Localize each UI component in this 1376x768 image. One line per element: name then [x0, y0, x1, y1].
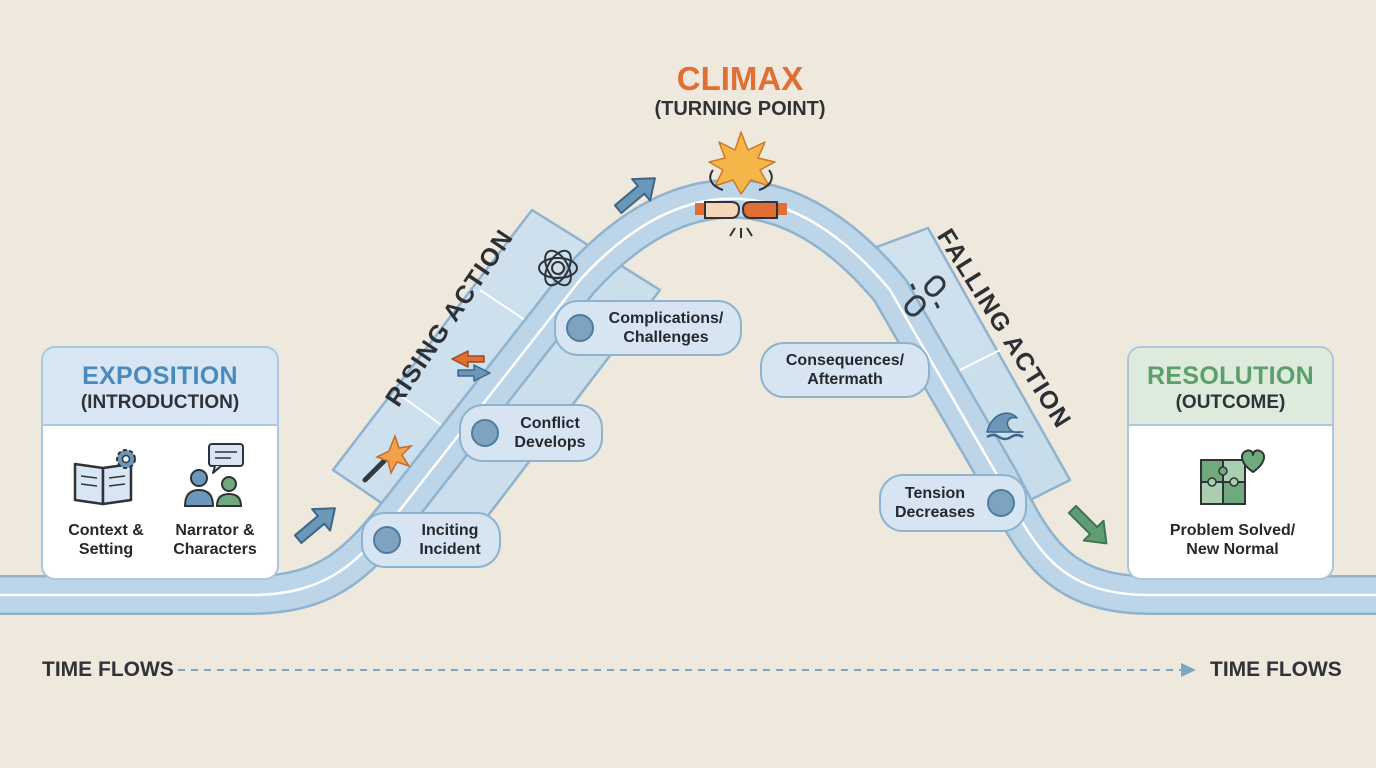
- magic-wand-icon: [362, 433, 414, 483]
- time-flows-left-label: TIME FLOWS: [42, 658, 174, 681]
- consequences-aftermath-label: Consequences/ Aftermath: [785, 352, 905, 388]
- resolution-title: RESOLUTION: [1147, 362, 1314, 390]
- exposition-card: EXPOSITION (INTRODUCTION) Context & Sett…: [41, 346, 279, 580]
- exposition-subtitle: (INTRODUCTION): [80, 392, 240, 413]
- inciting-incident-label: Inciting Incident: [419, 522, 481, 558]
- inciting-incident-pill: Inciting Incident: [361, 512, 501, 568]
- climax-subtitle: (TURNING POINT): [654, 98, 826, 120]
- time-flows-right-label: TIME FLOWS: [1210, 658, 1342, 681]
- conflict-develops-pill: Conflict Develops: [459, 404, 603, 462]
- exposition-title: EXPOSITION: [82, 362, 238, 390]
- complications-challenges-label: Complications/ Challenges: [608, 310, 724, 346]
- arrow-up-right-icon: [293, 507, 336, 544]
- step-marker-icon: [373, 526, 401, 554]
- exposition-header: [43, 348, 277, 426]
- arrow-down-right-icon: [1067, 504, 1108, 545]
- resolution-card: RESOLUTION (OUTCOME) Problem Solved/ New…: [1127, 346, 1334, 580]
- book-gear-icon: [73, 449, 136, 506]
- resolution-subtitle: (OUTCOME): [1175, 392, 1286, 413]
- people-speech-icon: [183, 443, 244, 507]
- complications-challenges-pill: Complications/ Challenges: [554, 300, 742, 356]
- step-marker-icon: [987, 489, 1015, 517]
- consequences-aftermath-pill: Consequences/ Aftermath: [760, 342, 930, 398]
- step-marker-icon: [471, 419, 499, 447]
- climax-title: CLIMAX: [676, 60, 804, 97]
- swap-arrows-icon: [451, 350, 491, 382]
- tension-decreases-pill: Tension Decreases: [879, 474, 1027, 532]
- fist-bump-starburst-icon: [695, 131, 787, 238]
- step-marker-icon: [566, 314, 594, 342]
- wave-icon: [986, 412, 1024, 441]
- broken-chain-icon: [904, 275, 946, 317]
- narrator-characters-label: Narrator & Characters: [173, 522, 257, 558]
- story-road: [0, 178, 1376, 615]
- puzzle-heart-icon: [1200, 449, 1266, 505]
- tangled-knot-icon: [538, 249, 578, 287]
- context-setting-label: Context & Setting: [68, 522, 144, 558]
- arrow-up-right-icon: [613, 177, 656, 214]
- problem-solved-label: Problem Solved/ New Normal: [1169, 522, 1296, 558]
- resolution-header: [1129, 348, 1332, 426]
- tension-decreases-label: Tension Decreases: [894, 485, 976, 521]
- time-axis: [178, 663, 1196, 677]
- conflict-develops-label: Conflict Develops: [514, 415, 586, 451]
